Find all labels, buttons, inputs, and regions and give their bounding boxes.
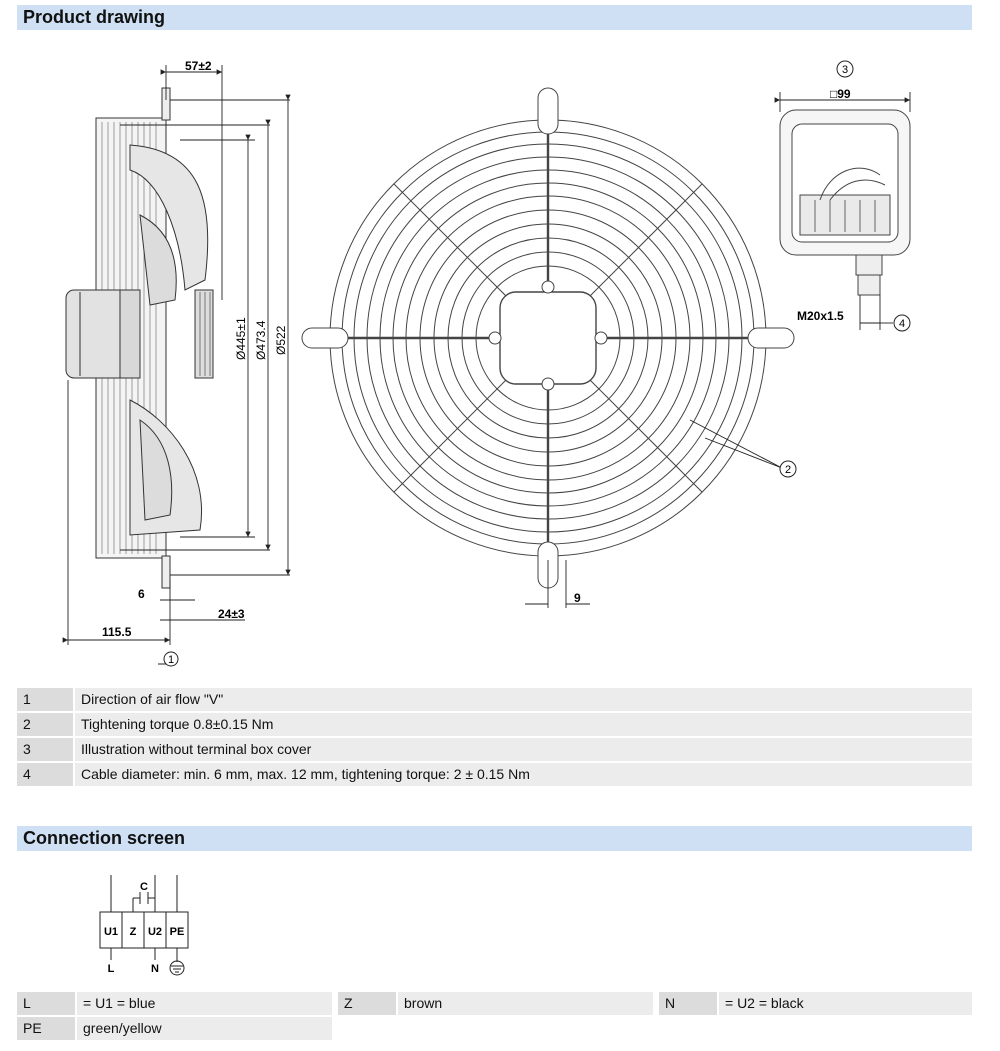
dim-6: 6 bbox=[138, 587, 145, 601]
connection-row: L = U1 = blue Z brown N = U2 = black bbox=[17, 992, 972, 1015]
dim-115: 115.5 bbox=[102, 625, 132, 639]
side-view bbox=[65, 87, 214, 589]
terminal-z: Z bbox=[130, 926, 137, 938]
conn-key: PE bbox=[17, 1017, 75, 1040]
terminal-box-view bbox=[779, 109, 911, 296]
line-l: L bbox=[108, 963, 115, 975]
legend-text: Tightening torque 0.8±0.15 Nm bbox=[75, 713, 972, 736]
terminal-pe: PE bbox=[170, 926, 185, 938]
callout-2: 2 bbox=[785, 464, 791, 476]
dim-473: Ø473.4 bbox=[254, 320, 268, 360]
product-drawing: 57±2 Ø445±1 Ø473.4 Ø522 6 24±3 115.5 1 bbox=[62, 59, 911, 667]
legend-table: 1 Direction of air flow "V" 2 Tightening… bbox=[17, 688, 972, 788]
conn-key: Z bbox=[338, 992, 396, 1015]
blank-cell bbox=[332, 1017, 972, 1040]
legend-num: 2 bbox=[17, 713, 73, 736]
dim-522: Ø522 bbox=[274, 325, 288, 355]
conn-value: green/yellow bbox=[77, 1017, 332, 1040]
dim-99: □99 bbox=[830, 87, 851, 101]
legend-num: 4 bbox=[17, 763, 73, 786]
terminal-u1: U1 bbox=[104, 926, 118, 938]
legend-row: 3 Illustration without terminal box cove… bbox=[17, 738, 972, 761]
legend-num: 1 bbox=[17, 688, 73, 711]
legend-row: 4 Cable diameter: min. 6 mm, max. 12 mm,… bbox=[17, 763, 972, 786]
legend-row: 1 Direction of air flow "V" bbox=[17, 688, 972, 711]
dim-445: Ø445±1 bbox=[234, 317, 248, 360]
wiring-diagram: C U1 Z U2 PE L N bbox=[99, 875, 189, 976]
conn-key: N bbox=[659, 992, 717, 1015]
line-n: N bbox=[151, 963, 159, 975]
dim-9: 9 bbox=[574, 591, 581, 605]
conn-value: brown bbox=[398, 992, 653, 1015]
capacitor-label: C bbox=[140, 881, 148, 893]
callout-3: 3 bbox=[842, 64, 848, 76]
terminal-u2: U2 bbox=[148, 926, 162, 938]
section-header-product-drawing: Product drawing bbox=[17, 5, 972, 30]
connection-row: PE green/yellow bbox=[17, 1017, 972, 1040]
legend-num: 3 bbox=[17, 738, 73, 761]
section-header-connection-screen: Connection screen bbox=[17, 826, 972, 851]
conn-value: = U1 = blue bbox=[77, 992, 332, 1015]
conn-key: L bbox=[17, 992, 75, 1015]
legend-text: Illustration without terminal box cover bbox=[75, 738, 972, 761]
legend-text: Cable diameter: min. 6 mm, max. 12 mm, t… bbox=[75, 763, 972, 786]
conn-value: = U2 = black bbox=[719, 992, 972, 1015]
callout-4: 4 bbox=[899, 318, 905, 330]
dim-57: 57±2 bbox=[185, 59, 212, 73]
legend-row: 2 Tightening torque 0.8±0.15 Nm bbox=[17, 713, 972, 736]
dim-24: 24±3 bbox=[218, 607, 245, 621]
dim-m20: M20x1.5 bbox=[797, 309, 844, 323]
legend-text: Direction of air flow "V" bbox=[75, 688, 972, 711]
front-view bbox=[301, 87, 795, 589]
callout-1: 1 bbox=[168, 654, 174, 666]
connection-table: L = U1 = blue Z brown N = U2 = black PE … bbox=[17, 992, 972, 1042]
